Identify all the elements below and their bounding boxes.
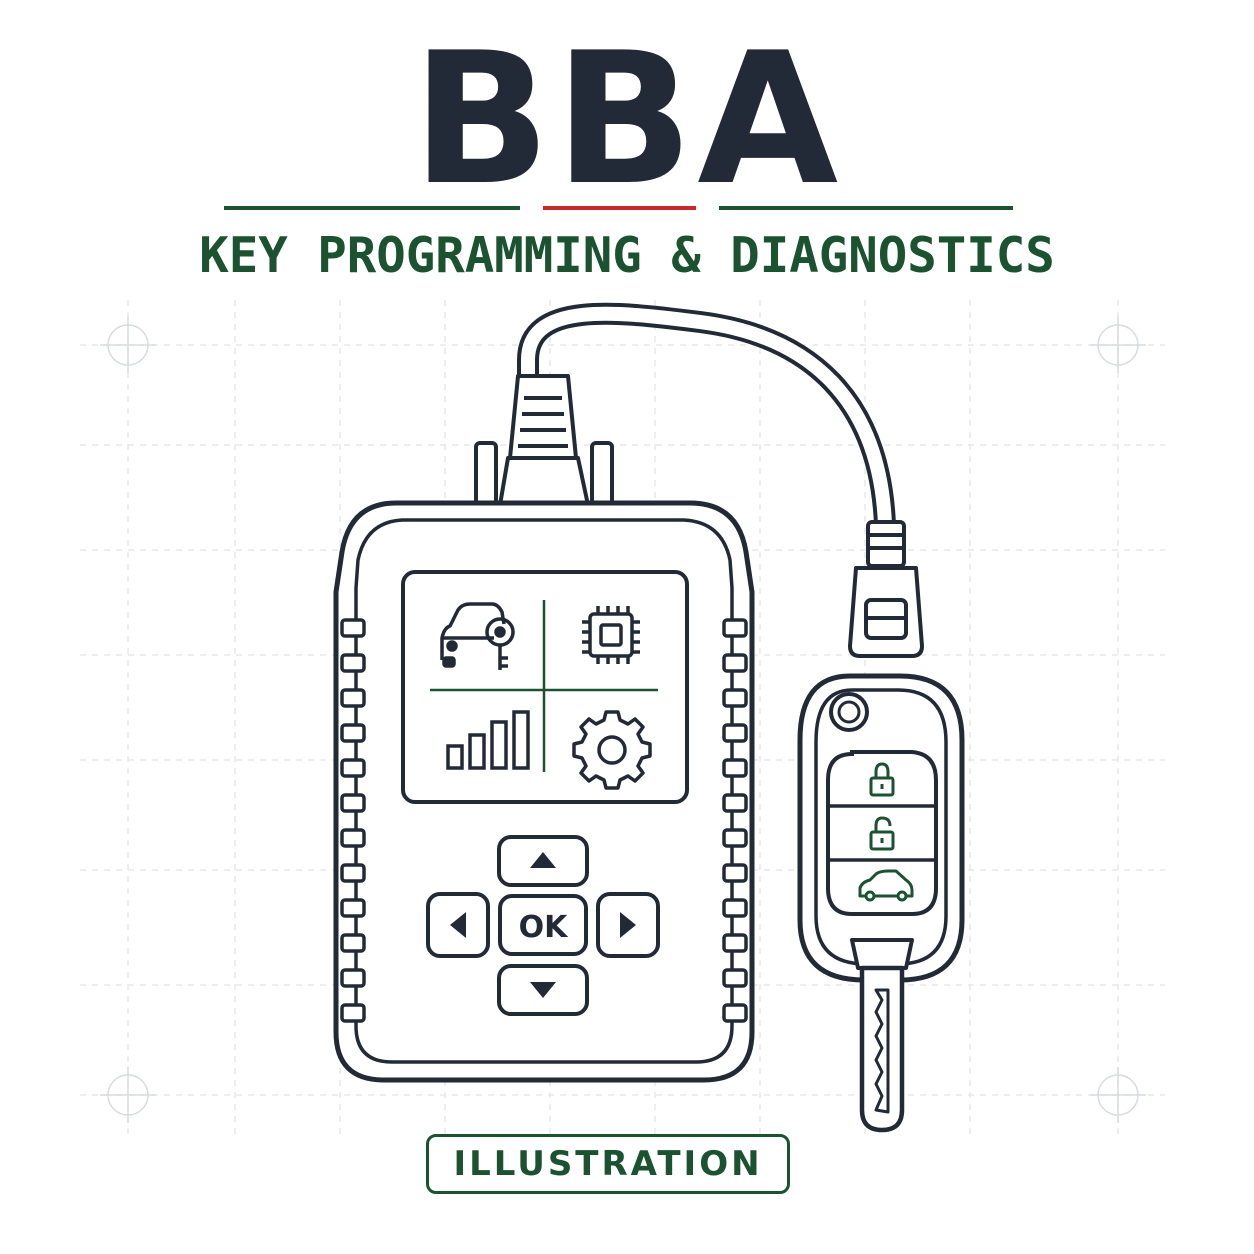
lock-icon[interactable] bbox=[869, 762, 895, 797]
rule-center bbox=[543, 206, 696, 210]
arrow-up-icon bbox=[530, 852, 556, 868]
dpad bbox=[426, 835, 660, 1016]
unlock-icon[interactable] bbox=[869, 816, 895, 851]
dpad-arrows bbox=[450, 852, 636, 998]
key-blade bbox=[850, 938, 914, 1133]
trunk-icon[interactable] bbox=[858, 869, 914, 902]
ok-label: OK bbox=[519, 910, 570, 945]
grip-ridges-right bbox=[722, 618, 748, 1023]
grip-ridges-left bbox=[340, 618, 366, 1023]
signal-bars-icon bbox=[446, 710, 530, 770]
chip-icon bbox=[582, 606, 640, 664]
brand-subtitle: KEY PROGRAMMING & DIAGNOSTICS bbox=[199, 227, 1055, 284]
cable-core bbox=[521, 306, 892, 532]
car-key-icon bbox=[440, 602, 515, 670]
brand-title: BBA bbox=[411, 13, 843, 225]
rule-right bbox=[719, 206, 1013, 210]
registration-marks bbox=[100, 317, 1146, 1123]
fob-plug bbox=[848, 520, 924, 658]
illustration-badge: ILLUSTRATION bbox=[426, 1134, 790, 1194]
gear-icon bbox=[572, 710, 652, 790]
arrow-left-icon bbox=[450, 912, 466, 938]
obd-connector bbox=[474, 374, 614, 515]
rule-left bbox=[224, 206, 520, 210]
arrow-right-icon bbox=[620, 912, 636, 938]
arrow-down-icon bbox=[530, 982, 556, 998]
ok-button[interactable] bbox=[498, 894, 588, 956]
